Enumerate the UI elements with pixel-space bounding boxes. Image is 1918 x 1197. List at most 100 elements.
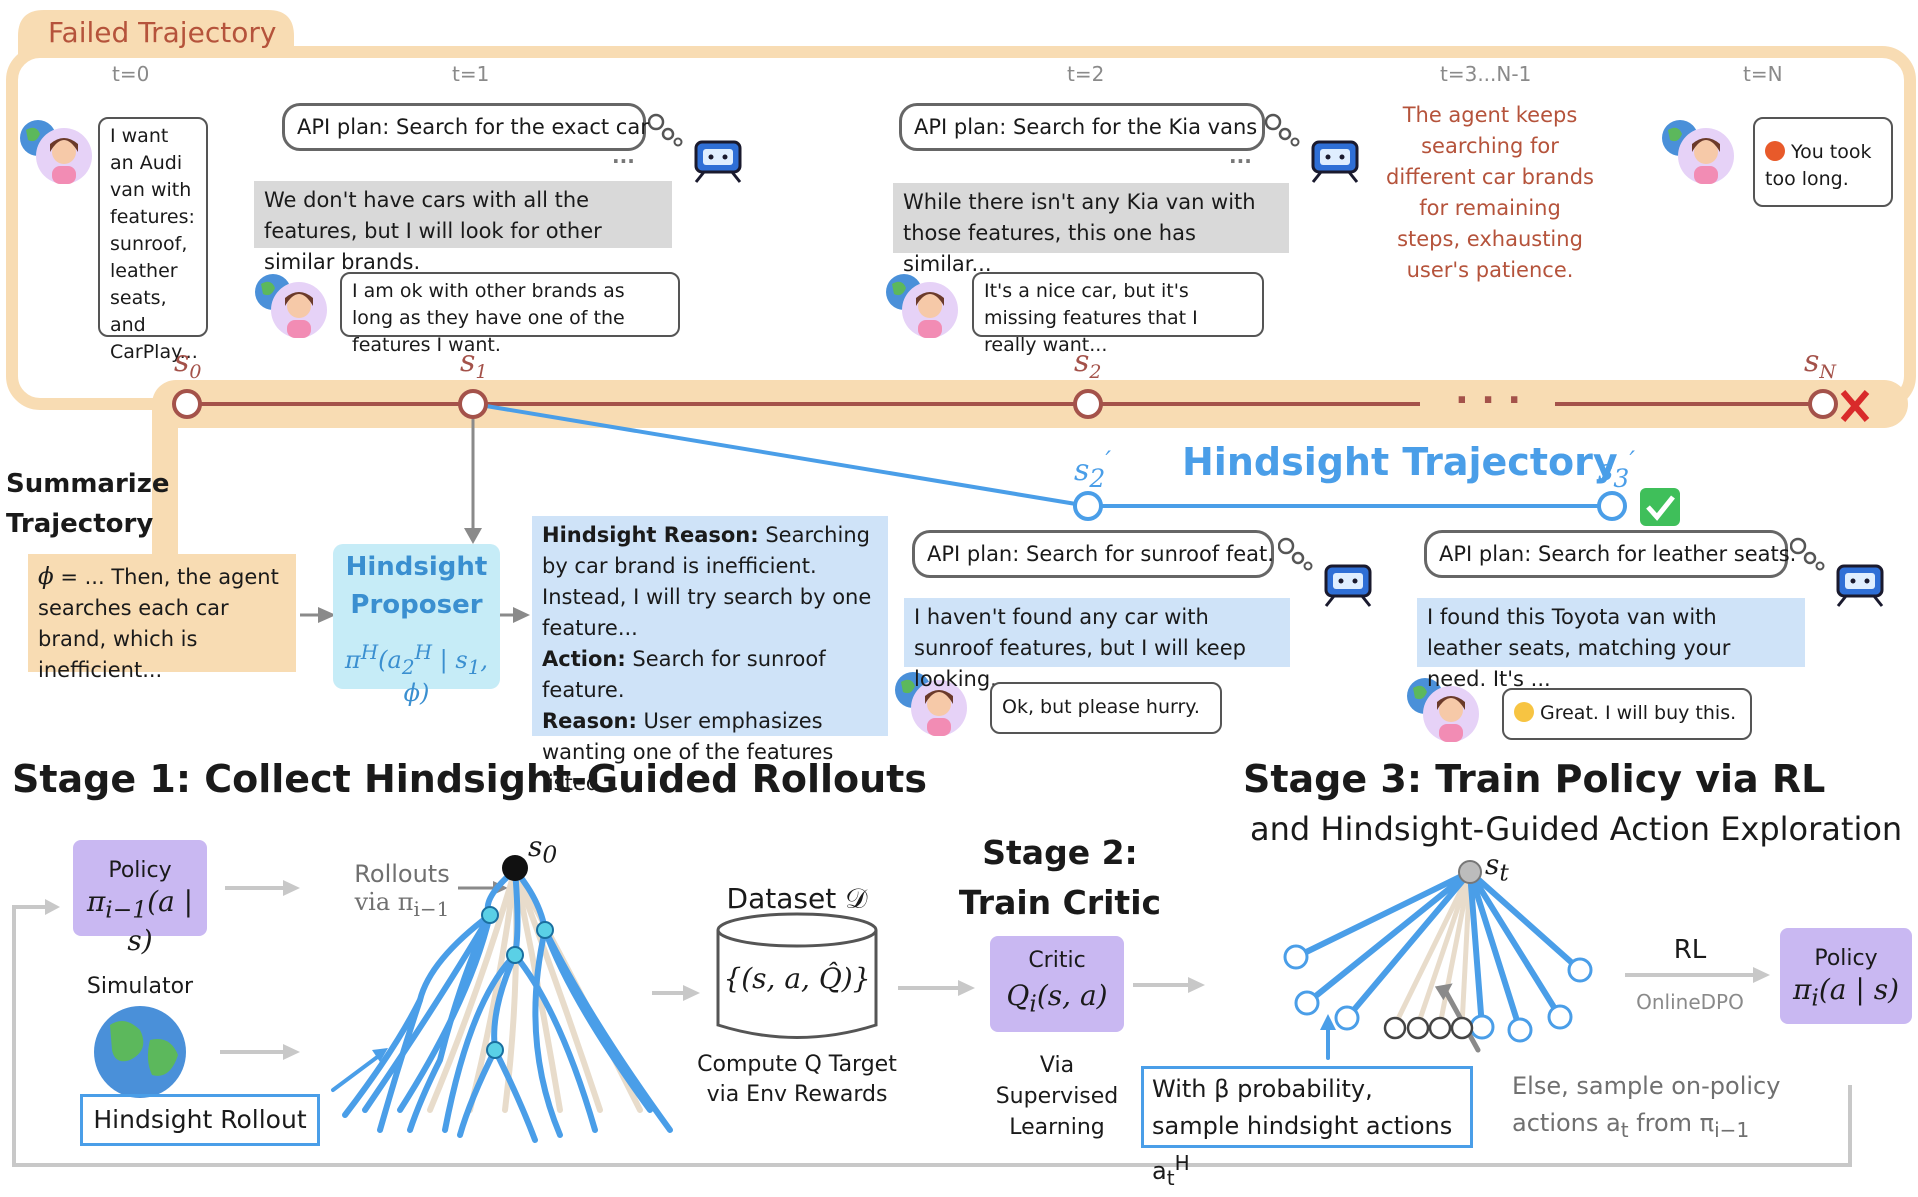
angry-face-icon [1765,141,1785,161]
user-message-t1: I am ok with other brands as long as the… [340,272,680,356]
action-text: Search for sunroof feature. [542,647,826,702]
policy-prev-label: Policy [108,858,172,883]
api-plan-hindsight-2: API plan: Search for sunroof feat. [912,530,1274,578]
state-label-sN: sN [1804,344,1836,383]
stage1-title: Stage 1: Collect Hindsight-Guided Rollou… [12,757,927,801]
step-tN: t=N [1743,62,1783,86]
state-label-s2-prime: s2′ [1074,446,1111,493]
step-t1: t=1 [452,62,490,86]
success-check-icon [1640,488,1680,526]
state-s1-node [458,389,488,419]
api-plan-t2: API plan: Search for the Kia vans [899,103,1265,151]
user-message-tN: You took too long. [1753,117,1893,207]
stage3-title: Stage 3: Train Policy via RL [1243,757,1826,801]
user-avatar-icon [893,670,969,740]
supervised-learning-label: Via Supervised Learning [995,1053,1119,1140]
user-avatar-icon [884,272,960,342]
state-label-s0-letter: s [174,344,190,379]
rl-label: RL [1673,935,1707,965]
state-label-s2-letter: s [1074,344,1090,379]
state-label-s0: s0 [174,344,202,383]
policy-next-formula: πi(a | s) [1792,973,1900,1012]
failed-trajectory-label: Failed Trajectory [48,16,277,49]
agent-keeps-searching-note: The agent keeps searching for different … [1385,103,1594,282]
phi-symbol: ϕ [38,564,54,590]
policy-next-label: Policy [1814,946,1878,971]
hindsight-branch [473,402,1089,508]
summarize-connector [152,404,178,554]
agent-message-t1: We don't have cars with all the features… [254,181,672,274]
hindsight-reason-label: Hindsight Reason: [542,523,759,547]
exploration-tree [1283,860,1593,1060]
robot-agent-icon [1264,112,1365,188]
policy-prev-box: Policy πi−1(a | s) [73,840,207,957]
agent-message-t2: While there isn't any Kia van with those… [893,183,1289,276]
user-message-hindsight-2: Ok, but please hurry. [990,682,1222,734]
summarize-trajectory-label: Summarize Trajectory [6,469,170,539]
tree-root-node [502,855,528,881]
user-avatar-icon [18,118,94,188]
arrow-to-reason [513,607,530,623]
hindsight-proposer-title: Hindsight Proposer [345,552,488,620]
arrow-to-proposer [318,607,336,623]
rollouts-text: Rollouts [354,860,450,888]
loop-back-line [12,905,1852,1167]
step-t0: t=0 [112,62,150,86]
state-label-s3-prime: s3′ [1598,446,1635,493]
step-t2: t=2 [1067,62,1105,86]
proposer-formula: πH(a2H | s1, ϕ) [344,640,489,707]
state-label-sN-letter: s [1804,344,1820,379]
critic-box: Critic Qi(s, a) [990,936,1124,1032]
failed-tab [18,10,294,58]
state-label-s2-sub: 2 [1089,361,1102,383]
agent-message-hindsight-2: I haven't found any car with sunroof fea… [904,598,1290,691]
agent-message-hindsight-3: I found this Toyota van with leather sea… [1417,598,1805,691]
hindsight-reason-box: Hindsight Reason: Searching by car brand… [532,516,888,795]
hindsight-proposer-box: Hindsight Proposer πH(a2H | s1, ϕ) [333,544,500,707]
state-label-s0-sub: 0 [189,361,202,383]
fail-x-icon [1840,390,1870,422]
dataset-formula: {(s, a, Q̂)} [723,962,871,995]
state-label-sN-sub: N [1819,361,1837,383]
api-plan-hindsight-3: API plan: Search for leather seats. [1424,530,1796,578]
phi-summary-text: = ... Then, the agent searches each car … [38,565,279,682]
state-label-s1-letter: s [460,344,476,379]
critic-label: Critic [1028,948,1086,973]
user-avatar-icon [1405,676,1481,746]
plan-dots: ... [1229,144,1252,168]
state-label-s2: s2 [1074,344,1102,383]
stage3-subtitle: and Hindsight-Guided Action Exploration [1250,810,1903,848]
state-s2p-node [1073,491,1103,521]
arrow-s1-head [464,528,482,544]
critic-formula: Qi(s, a) [1006,979,1108,1018]
rollout-tree [331,867,673,1143]
summary-phi-box: ϕ = ... Then, the agent searches each ca… [28,554,296,682]
policy-next-box: Policy πi(a | s) [1780,928,1912,1024]
rollouts-via-text: via πi−1 [354,888,450,921]
step-t3: t=3...N-1 [1440,62,1532,86]
user-message-t0: I want an Audi van with features: sunroo… [98,117,208,363]
hindsight-reason-text: Searching by car brand is inefficient. I… [542,523,872,640]
user-message-text: Great. I will buy this. [1540,702,1737,724]
state-s3p-node [1597,491,1627,521]
state-s2-node [1073,389,1103,419]
stage2-title: Stage 2: Train Critic [958,833,1162,922]
robot-agent-icon [1789,536,1890,612]
st-node-label: st [1485,848,1509,887]
hindsight-trajectory-label: Hindsight Trajectory [1182,440,1618,484]
hindsight-rollout-box[interactable]: Hindsight Rollout [80,1094,320,1146]
grin-face-icon [1514,702,1534,722]
dataset-cylinder [716,912,878,1039]
compute-q-target-label: Compute Q Target via Env Rewards [697,1052,897,1107]
on-policy-sample-label: Else, sample on-policy actions at from π… [1512,1072,1781,1142]
state-sN-node [1808,389,1838,419]
robot-agent-icon [647,112,748,188]
earth-globe-icon [94,1006,186,1098]
beta-hindsight-box[interactable]: With β probability, sample hindsight act… [1141,1066,1473,1190]
user-message-t2: It's a nice car, but it's missing featur… [972,272,1264,356]
user-message-text: You took too long. [1765,141,1872,190]
rollouts-label: Rollouts via πi−1 [340,860,464,923]
policy-prev-formula: πi−1(a | s) [86,885,194,957]
user-message-hindsight-3: Great. I will buy this. [1502,688,1752,740]
